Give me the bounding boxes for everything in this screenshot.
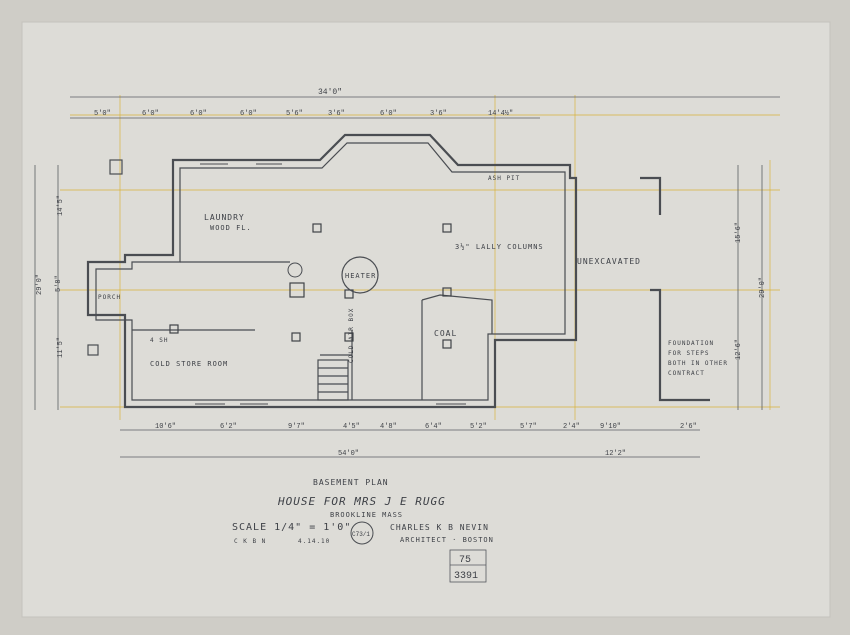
label-coal: COAL: [434, 329, 457, 338]
title-block: BASEMENT PLAN HOUSE FOR MRS J E RUGG BRO…: [232, 478, 494, 545]
label-foundation-2: FOR STEPS: [668, 350, 710, 357]
dim-right-2: 29'0": [759, 277, 767, 298]
left-dimensions: 29'0" 14'5" 5'8" 11'5": [34, 165, 65, 410]
dim-top-8: 3'6": [430, 110, 447, 118]
dim-bottom-5: 4'8": [380, 423, 397, 431]
dim-top-5: 5'6": [286, 110, 303, 118]
label-porch: PORCH: [98, 294, 121, 301]
dim-top-9: 14'4½": [488, 109, 513, 118]
dim-bottom-11: 2'6": [680, 423, 697, 431]
dim-bottom-overall: 54'0": [338, 450, 359, 458]
dim-right-3: 12'6": [735, 339, 743, 360]
dim-left-3: 5'8": [55, 275, 63, 292]
dim-bottom-8: 5'7": [520, 423, 537, 431]
heater-symbol: [341, 256, 379, 294]
label-unexcavated: UNEXCAVATED: [577, 257, 641, 266]
label-lally: 3½" LALLY COLUMNS: [455, 243, 544, 251]
paper: [21, 21, 831, 618]
label-wood-fl: WOOD FL.: [210, 224, 252, 232]
dim-top-7: 6'0": [380, 110, 397, 118]
sheet-number-circle: [350, 521, 374, 545]
drawn-by: C K B N: [234, 538, 266, 545]
dim-bottom-7: 5'2": [470, 423, 487, 431]
dim-top-6: 3'6": [328, 110, 345, 118]
dim-top-1: 5'0": [94, 110, 111, 118]
label-heater: HEATER: [345, 272, 376, 280]
bottom-dimensions: 10'6" 6'2" 9'7" 4'5" 4'8" 6'4" 5'2" 5'7"…: [120, 423, 700, 458]
heater-small: [287, 262, 303, 278]
room-labels: LAUNDRY WOOD FL. HEATER 3½" LALLY COLUMN…: [98, 175, 728, 377]
dim-bottom-1: 10'6": [155, 423, 176, 431]
project-name: HOUSE FOR MRS J E RUGG: [277, 495, 446, 508]
drawing-date: 4.14.10: [298, 538, 330, 545]
dim-top-2: 6'0": [142, 110, 159, 118]
dim-bottom-3: 9'7": [288, 423, 305, 431]
label-foundation-1: FOUNDATION: [668, 340, 714, 347]
archive-number-1: 75: [459, 555, 471, 566]
architect-name: CHARLES K B NEVIN: [390, 523, 489, 532]
label-ash-pit: ASH PIT: [488, 175, 520, 182]
project-location: BROOKLINE MASS: [330, 511, 403, 519]
drawing-scale: SCALE 1/4" = 1'0": [232, 522, 351, 533]
dim-right-1: 15'6": [735, 222, 743, 243]
dim-bottom-right: 12'2": [605, 450, 626, 458]
dim-bottom-4: 4'5": [343, 423, 360, 431]
archive-number-2: 3391: [454, 571, 478, 582]
dim-bottom-9: 2'4": [563, 423, 580, 431]
label-foundation-4: CONTRACT: [668, 370, 705, 377]
floor-plan-walls: [86, 133, 710, 409]
dim-top-overall: 34'0": [318, 88, 342, 97]
label-laundry: LAUNDRY: [204, 213, 245, 222]
archive-stamp: 75 3391: [449, 549, 487, 583]
label-four-sh: 4 SH: [150, 337, 168, 344]
dim-bottom-2: 6'2": [220, 423, 237, 431]
top-dimensions: 34'0" 5'0" 6'0" 6'0" 6'0" 5'6" 3'6" 6'0"…: [70, 88, 780, 119]
dim-top-4: 6'0": [240, 110, 257, 118]
lally-columns: [169, 223, 452, 349]
drawing-title: BASEMENT PLAN: [313, 478, 389, 487]
dim-top-3: 6'0": [190, 110, 207, 118]
right-dimensions: 15'6" 29'0" 12'6": [735, 165, 767, 410]
label-cold-storage: COLD STORE ROOM: [150, 360, 228, 368]
dim-bottom-10: 9'10": [600, 423, 621, 431]
sheet-number: C73/1: [352, 531, 370, 538]
dim-left-4: 11'5": [57, 337, 65, 358]
dim-left-1: 29'0": [36, 274, 44, 295]
dim-left-2: 14'5": [57, 195, 65, 216]
architect-line2: ARCHITECT · BOSTON: [400, 536, 494, 544]
label-cold-air-box: COLD AIR BOX: [348, 308, 355, 363]
label-foundation-3: BOTH IN OTHER: [668, 360, 728, 367]
dim-bottom-6: 6'4": [425, 423, 442, 431]
